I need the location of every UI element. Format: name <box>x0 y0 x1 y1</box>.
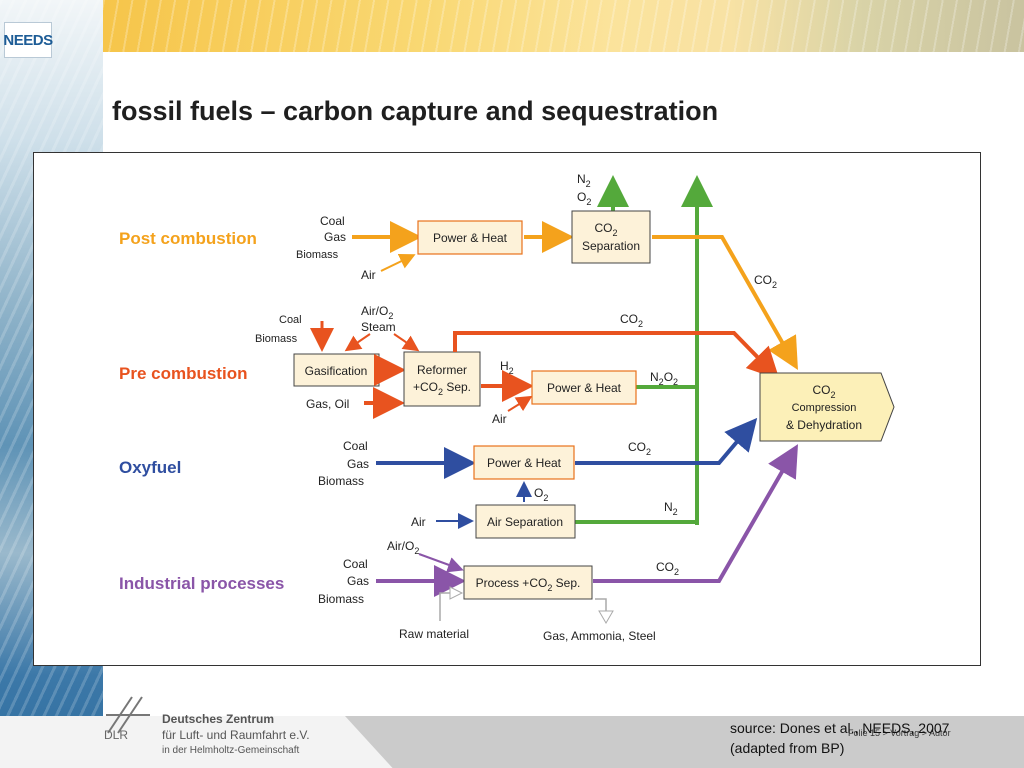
industrial-label: Industrial processes <box>119 574 284 593</box>
post-biomass: Biomass <box>296 249 339 261</box>
oxyfuel-label: Oxyfuel <box>119 458 181 477</box>
ccs-diagram: Post combustion Pre combustion Oxyfuel I… <box>119 172 895 643</box>
logo-text: NEEDS <box>3 31 53 49</box>
dlr-abbr: DLR <box>104 728 129 742</box>
reformer-label: Reformer <box>417 363 467 377</box>
ind-gas: Gas <box>347 574 369 588</box>
raw-material-label: Raw material <box>399 627 469 641</box>
svg-text:N2: N2 <box>577 172 591 189</box>
pre-power-heat-box <box>531 370 637 405</box>
gasification-label: Gasification <box>305 364 368 378</box>
post-power-heat-label: Power & Heat <box>433 231 508 245</box>
oxy-gas: Gas <box>347 457 369 471</box>
post-combustion-label: Post combustion <box>119 229 257 248</box>
reformer-box <box>403 351 481 407</box>
pre-air: Air <box>492 412 507 426</box>
svg-text:+CO2 Sep.: +CO2 Sep. <box>413 380 471 397</box>
pre-coal: Coal <box>279 314 302 326</box>
svg-text:O2: O2 <box>534 486 548 503</box>
pre-combustion-row: Coal Biomass Air/O2 Steam Gasification G… <box>255 304 780 426</box>
svg-text:Air/O2: Air/O2 <box>387 539 419 556</box>
svg-text:CO2: CO2 <box>594 221 617 238</box>
air-separation-box <box>475 504 576 539</box>
co2-separation-box <box>571 210 651 264</box>
slide-title: fossil fuels – carbon capture and seques… <box>112 96 719 126</box>
source-note: source: Dones et al., NEEDS, 2007 (adapt… <box>730 718 949 758</box>
n2-vent-lines <box>575 175 713 525</box>
dlr-name-line2: für Luft- und Raumfahrt e.V. <box>162 728 310 742</box>
dlr-name-line3: in der Helmholtz-Gemeinschaft <box>162 745 300 756</box>
needs-logo: NEEDS <box>3 22 53 58</box>
oxy-air: Air <box>411 515 426 529</box>
pre-biomass: Biomass <box>255 333 298 345</box>
oxy-coal: Coal <box>343 439 368 453</box>
svg-text:CO2: CO2 <box>754 273 777 290</box>
pre-power-heat-label: Power & Heat <box>547 381 622 395</box>
gasification-box <box>293 353 380 387</box>
compression-block: CO2 Compression & Dehydration <box>759 372 895 442</box>
pre-combustion-label: Pre combustion <box>119 364 247 383</box>
air-separation-label: Air Separation <box>487 515 563 529</box>
svg-text:Process +CO2 Sep.: Process +CO2 Sep. <box>476 576 581 593</box>
svg-text:O2: O2 <box>577 190 591 207</box>
oxy-power-heat-label: Power & Heat <box>487 456 562 470</box>
svg-text:CO2: CO2 <box>656 560 679 577</box>
process-sep-box <box>463 565 593 600</box>
post-combustion-row: Coal Gas Biomass Air Power & Heat CO2 Se… <box>296 172 798 370</box>
svg-text:Air/O2: Air/O2 <box>361 304 393 321</box>
pre-steam: Steam <box>361 320 396 334</box>
slide-reference: Folie 15 > Vortrag > Autor <box>848 728 951 738</box>
co2-separation-label: Separation <box>582 239 640 253</box>
compression-label: Compression <box>792 402 857 414</box>
svg-text:CO2: CO2 <box>620 312 643 329</box>
footer-strip <box>345 716 1024 768</box>
post-power-heat-box <box>417 220 523 255</box>
oxy-power-heat-box <box>473 445 575 480</box>
svg-text:N2O2: N2O2 <box>650 370 678 387</box>
post-air: Air <box>361 268 376 282</box>
header-banner <box>103 0 1024 52</box>
post-coal: Coal <box>320 214 345 228</box>
products-label: Gas, Ammonia, Steel <box>543 629 656 643</box>
ind-biomass: Biomass <box>318 592 364 606</box>
source-line2: (adapted from BP) <box>730 740 845 756</box>
oxyfuel-row: Coal Gas Biomass Power & Heat CO2 O2 Air… <box>318 417 758 539</box>
post-gas: Gas <box>324 230 346 244</box>
oxy-biomass: Biomass <box>318 474 364 488</box>
dlr-logo-icon <box>106 696 150 734</box>
svg-text:N2: N2 <box>664 500 678 517</box>
industrial-row: Air/O2 Coal Gas Biomass Process +CO2 Sep… <box>318 444 798 643</box>
ind-coal: Coal <box>343 557 368 571</box>
svg-text:CO2: CO2 <box>628 440 651 457</box>
pre-gas-oil: Gas, Oil <box>306 397 349 411</box>
dlr-name-line1: Deutsches Zentrum <box>162 712 275 726</box>
source-line1: source: Dones et al., NEEDS, 2007 <box>730 720 950 736</box>
svg-text:CO2: CO2 <box>812 383 835 400</box>
dehydration-label: & Dehydration <box>786 418 862 432</box>
diagram-frame: Post combustion Pre combustion Oxyfuel I… <box>33 152 981 666</box>
svg-text:H2: H2 <box>500 359 514 376</box>
